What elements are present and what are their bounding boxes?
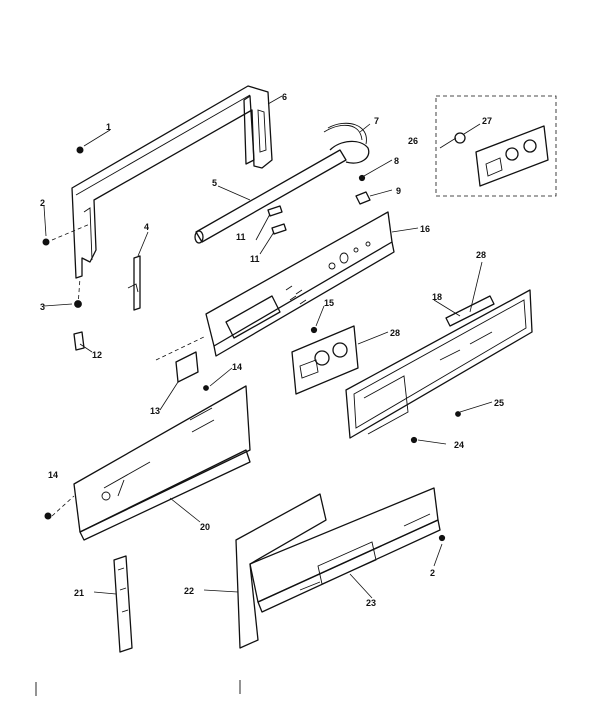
glass-panel-18 <box>345 289 533 439</box>
callout-20: 20 <box>200 522 210 532</box>
side-bracket-21 <box>113 555 133 653</box>
callout-28a: 28 <box>390 328 400 338</box>
trim-panel-20 <box>73 385 251 541</box>
callout-13: 13 <box>150 406 160 416</box>
control-panel-plate <box>205 211 395 357</box>
callout-1: 1 <box>106 122 111 132</box>
screw-14b <box>44 512 52 520</box>
callout-25: 25 <box>494 398 504 408</box>
bracket-13 <box>155 335 209 391</box>
screw-24 <box>410 436 418 444</box>
callout-7: 7 <box>374 116 379 126</box>
callout-8: 8 <box>394 156 399 166</box>
callout-11b: 11 <box>250 254 260 264</box>
hardware-left <box>42 146 91 351</box>
callout-27: 27 <box>482 116 492 126</box>
callout-24: 24 <box>454 440 464 450</box>
clips-11 <box>267 205 287 235</box>
front-assembly-22 <box>235 487 446 649</box>
callout-labels: 1 2 3 4 5 6 7 8 9 11 11 12 13 14 14 15 1… <box>40 92 504 608</box>
callout-5: 5 <box>212 178 217 188</box>
leader-14b <box>51 495 75 517</box>
screw-25 <box>455 411 461 417</box>
back-panel <box>71 85 273 279</box>
callout-14b: 14 <box>48 470 58 480</box>
callout-12: 12 <box>92 350 102 360</box>
callout-18: 18 <box>432 292 442 302</box>
callout-2b: 2 <box>430 568 435 578</box>
callout-4: 4 <box>144 222 149 232</box>
callout-2: 2 <box>40 198 45 208</box>
screw-15 <box>310 326 318 334</box>
bracket-4 <box>127 255 141 311</box>
leader-lines <box>43 95 493 599</box>
callout-6: 6 <box>282 92 287 102</box>
sub-assembly-26 <box>435 95 557 197</box>
knob-plate-28 <box>291 325 359 395</box>
callout-9: 9 <box>396 186 401 196</box>
callout-3: 3 <box>40 302 45 312</box>
fasteners-8-9 <box>355 174 371 205</box>
callout-28b: 28 <box>476 250 486 260</box>
callout-16: 16 <box>420 224 430 234</box>
callout-23: 23 <box>366 598 376 608</box>
callout-14a: 14 <box>232 362 242 372</box>
callout-22: 22 <box>184 586 194 596</box>
callout-11a: 11 <box>236 232 246 242</box>
callout-21: 21 <box>74 588 84 598</box>
edge-marks <box>35 680 241 696</box>
callout-26: 26 <box>408 136 418 146</box>
rod-assembly <box>194 122 370 244</box>
callout-15: 15 <box>324 298 334 308</box>
